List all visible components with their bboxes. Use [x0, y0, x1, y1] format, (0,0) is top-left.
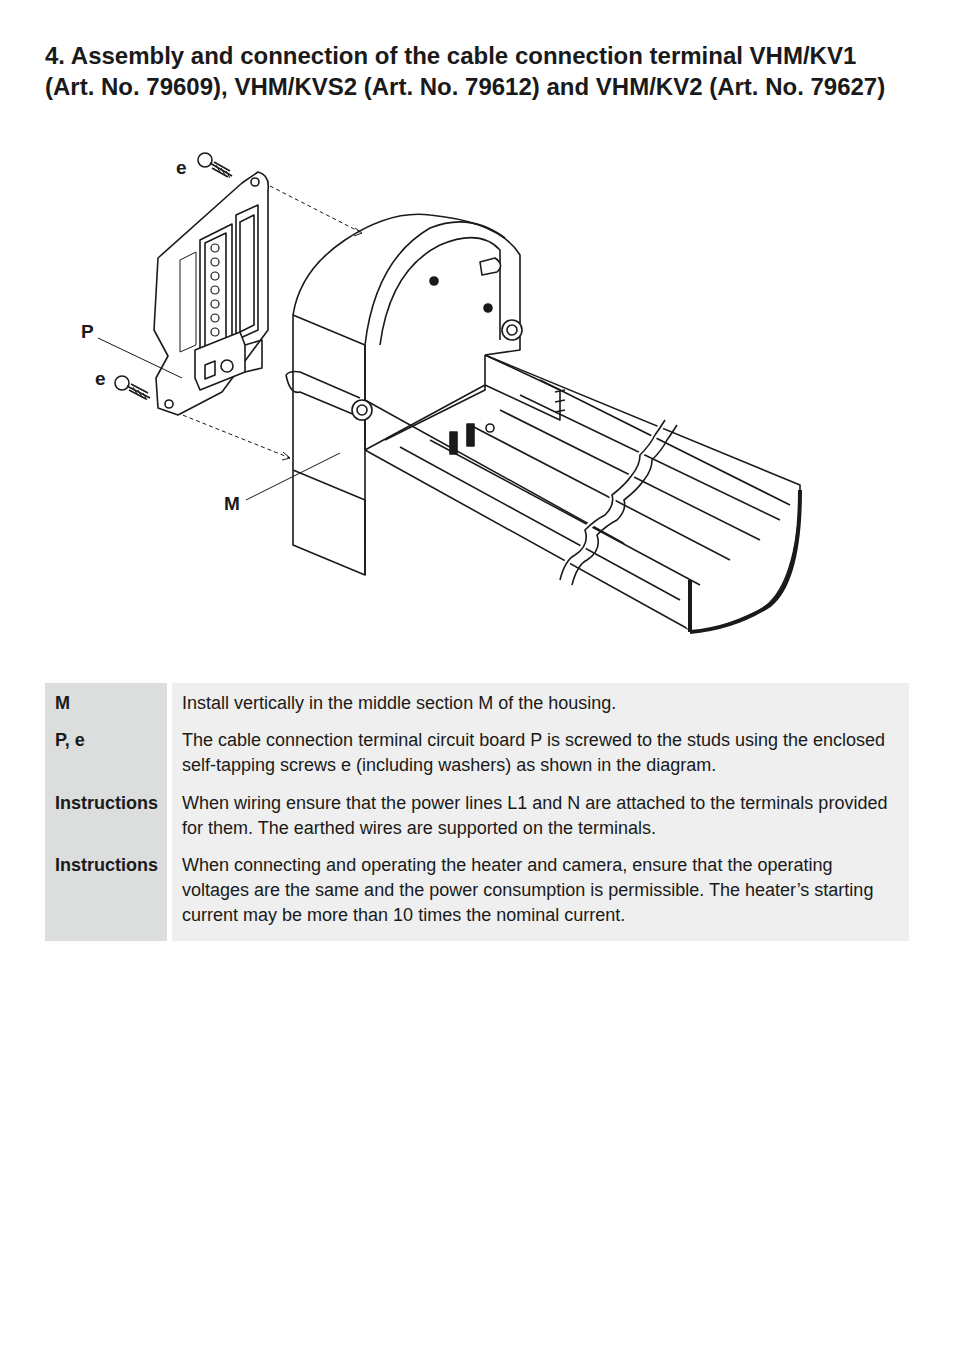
- table-key: M: [45, 683, 172, 722]
- table-body: MInstall vertically in the middle sectio…: [45, 683, 909, 941]
- table-key: Instructions: [45, 847, 172, 941]
- callout-letter: e: [95, 369, 106, 388]
- table-key: P, e: [45, 722, 172, 784]
- page-heading: 4. Assembly and connection of the cable …: [45, 40, 905, 102]
- table-row: InstructionsWhen wiring ensure that the …: [45, 785, 909, 847]
- table-row: MInstall vertically in the middle sectio…: [45, 683, 909, 722]
- callout-letter: P: [81, 322, 94, 341]
- table-key: Instructions: [45, 785, 172, 847]
- instruction-table: MInstall vertically in the middle sectio…: [45, 683, 909, 941]
- table-text: When wiring ensure that the power lines …: [172, 785, 909, 847]
- callout-letter: e: [176, 158, 187, 177]
- table-row: InstructionsWhen connecting and operatin…: [45, 847, 909, 941]
- table-row: P, eThe cable connection terminal circui…: [45, 722, 909, 784]
- callout-letter: M: [224, 494, 240, 513]
- table-text: The cable connection terminal circuit bo…: [172, 722, 909, 784]
- table-text: Install vertically in the middle section…: [172, 683, 909, 722]
- table-text: When connecting and operating the heater…: [172, 847, 909, 941]
